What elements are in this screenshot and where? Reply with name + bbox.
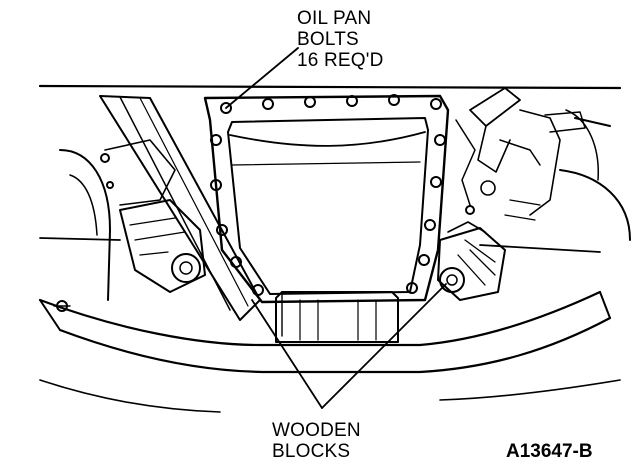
left-engine-mount — [100, 139, 206, 293]
right-hoses — [455, 87, 586, 221]
wooden-blocks — [275, 291, 399, 343]
lower-body-left — [39, 379, 221, 413]
callout-line: 16 REQ'D — [297, 50, 384, 71]
callout-line: WOODEN — [272, 420, 361, 441]
leader-oil-pan-bolts — [225, 47, 299, 109]
leader-lines — [225, 47, 447, 409]
callout-line: OIL PAN — [297, 8, 372, 29]
floor-line-left — [39, 237, 121, 241]
wooden-blocks-callout: WOODEN BLOCKS — [272, 420, 361, 462]
callout-line: BLOCKS — [272, 441, 351, 462]
floor-line-right — [479, 244, 601, 253]
leader-wooden-blocks-left — [251, 299, 323, 409]
leader-wooden-blocks-right — [321, 283, 447, 409]
lower-body-right — [439, 379, 621, 401]
left-wheel — [59, 149, 111, 301]
front-crossmember — [38, 290, 612, 374]
callout-line: BOLTS — [297, 29, 359, 50]
right-wheel — [559, 109, 631, 241]
body-edge-line — [38, 84, 622, 90]
oil-pan — [203, 94, 450, 304]
oil-pan-bolts-callout: OIL PAN BOLTS 16 REQ'D — [297, 8, 384, 71]
right-engine-mount — [437, 221, 506, 301]
figure-id-label: A13647-B — [506, 441, 593, 462]
